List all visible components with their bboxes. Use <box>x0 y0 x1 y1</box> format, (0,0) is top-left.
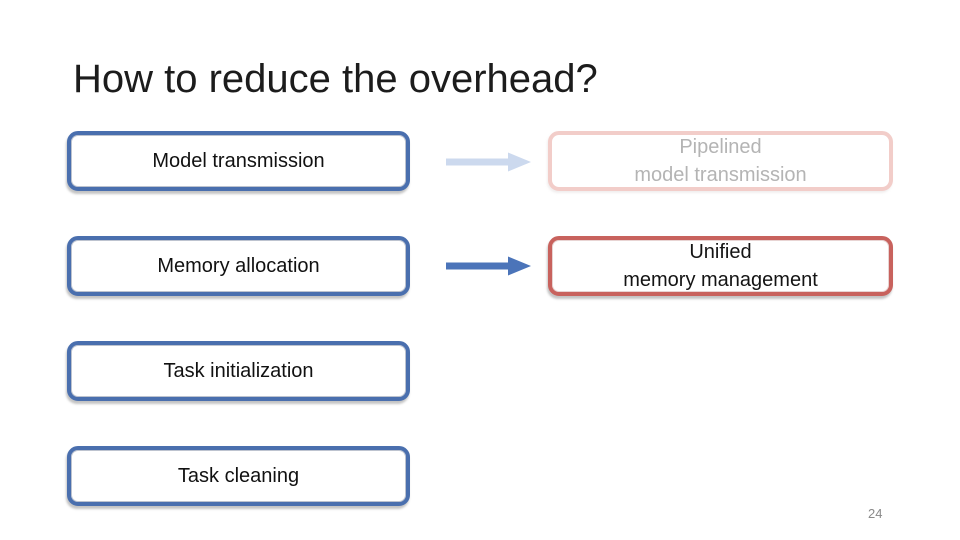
box-label-line1: Unified <box>689 241 752 263</box>
right-arrow-icon <box>446 152 531 172</box>
box-label: Task cleaning <box>177 464 300 487</box>
box-label: Task initialization <box>163 359 314 382</box>
slide-title: How to reduce the overhead? <box>73 57 598 101</box>
right-arrow-icon <box>446 256 531 276</box>
box-task-initialization: Task initialization <box>67 341 410 401</box>
box-model-transmission: Model transmission <box>67 131 410 191</box>
arrow-shape <box>446 152 531 172</box>
box-memory-allocation: Memory allocation <box>67 236 410 296</box>
arrow-memory-to-unified-icon <box>446 255 531 277</box>
box-task-cleaning: Task cleaning <box>67 446 410 506</box>
box-label-line2: model transmission <box>634 164 807 186</box>
box-unified-memory-management: Unified memory management <box>548 236 893 296</box>
box-label-line1: Pipelined <box>679 136 762 158</box>
page-number: 24 <box>868 506 883 521</box>
box-label: Model transmission <box>152 149 325 172</box>
arrow-model-to-pipelined-icon <box>446 151 531 173</box>
box-label: Memory allocation <box>157 254 320 277</box>
box-label-line2: memory management <box>623 269 818 291</box>
arrow-shape <box>446 256 531 276</box>
box-pipelined-model-transmission: Pipelined model transmission <box>548 131 893 191</box>
